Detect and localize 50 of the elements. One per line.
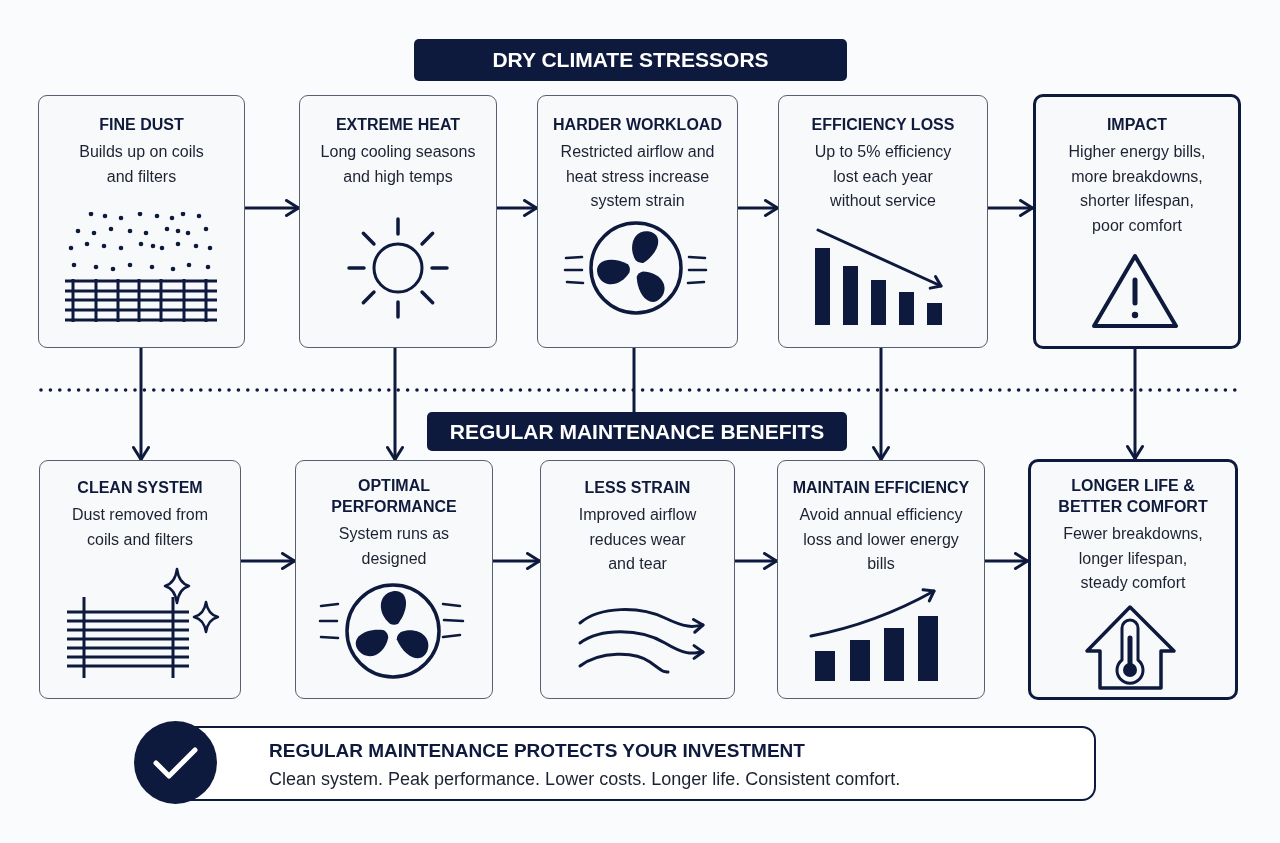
- step-card: [537, 95, 738, 348]
- section-heading: REGULAR MAINTENANCE BENEFITS: [449, 418, 825, 445]
- card-description: Dust removed from coils and filters: [70, 505, 209, 550]
- card-description: Improved airflow reduces wear and tear: [577, 505, 698, 574]
- step-card: [39, 460, 241, 699]
- card-title: CLEAN SYSTEM: [76, 478, 204, 498]
- arrow: [985, 552, 1029, 570]
- card-title: EXTREME HEAT: [334, 115, 462, 135]
- card-description: Builds up on coils and filters: [78, 142, 205, 187]
- result-card: [1033, 94, 1241, 349]
- arrow: [245, 199, 300, 217]
- card-description: Higher energy bills, more breakdowns, shorter lifespan, poor comfort: [1067, 142, 1207, 236]
- arrow: [1126, 349, 1144, 460]
- arrow: [497, 199, 538, 217]
- arrow: [241, 552, 296, 570]
- arrow: [386, 348, 404, 461]
- step-card: [295, 460, 493, 699]
- arrow: [872, 348, 890, 461]
- card-description: Avoid annual efficiency loss and lower energy bills: [798, 505, 964, 574]
- arrow: [738, 199, 779, 217]
- section-banner: [414, 39, 847, 81]
- section-heading: DRY CLIMATE STRESSORS: [492, 47, 769, 73]
- card-description: Up to 5% efficiency lost each year without service: [813, 142, 953, 211]
- banner-title: REGULAR MAINTENANCE PROTECTS YOUR INVESTMENT: [269, 739, 805, 763]
- step-card: [299, 95, 497, 348]
- result-card: [1028, 459, 1238, 700]
- card-title: LONGER LIFE & BETTER COMFORT: [1057, 476, 1209, 517]
- card-title: OPTIMAL PERFORMANCE: [330, 476, 458, 517]
- card-title: HARDER WORKLOAD: [552, 115, 723, 135]
- summary-banner: [134, 721, 1096, 804]
- step-card: [38, 95, 245, 348]
- card-description: Long cooling seasons and high temps: [319, 142, 477, 187]
- step-card: [778, 95, 988, 348]
- card-description: System runs as designed: [337, 524, 451, 569]
- card-description: Fewer breakdowns, longer lifespan, steady comfort: [1062, 524, 1204, 593]
- card-title: FINE DUST: [98, 115, 185, 135]
- arrow: [493, 552, 541, 570]
- section-banner: [427, 412, 847, 451]
- arrow: [735, 552, 778, 570]
- step-card: [540, 460, 735, 699]
- card-title: LESS STRAIN: [583, 478, 692, 498]
- banner-text: Clean system. Peak performance. Lower costs. Longer life. Consistent comfort.: [269, 768, 901, 791]
- card-description: Restricted airflow and heat stress increase system strain: [559, 142, 716, 211]
- card-title: EFFICIENCY LOSS: [810, 115, 956, 135]
- card-title: IMPACT: [1105, 115, 1169, 135]
- connector-line: [632, 348, 636, 412]
- arrow: [988, 199, 1034, 217]
- arrow: [132, 348, 150, 461]
- card-title: MAINTAIN EFFICIENCY: [791, 478, 971, 498]
- step-card: [777, 460, 985, 699]
